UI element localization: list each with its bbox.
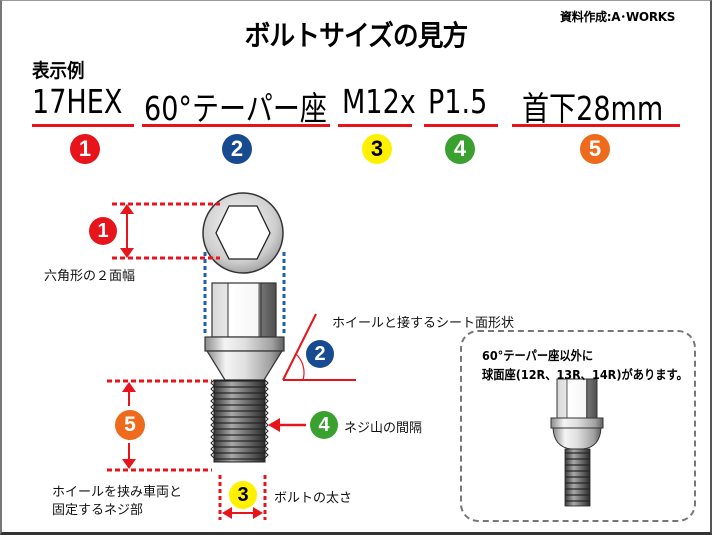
underline-3: [338, 124, 412, 127]
underline-5: [512, 124, 680, 127]
spec-part-5: 首下28mm: [522, 89, 664, 128]
diagram-badge-3: 3: [229, 481, 257, 509]
credit-text: 資料作成:A･WORKS: [560, 10, 676, 24]
label-hex-width: 六角形の２面幅: [44, 269, 136, 284]
diagram-badge-2: 2: [306, 340, 334, 368]
ball-seat-bolt: [550, 378, 604, 507]
bolt-side-view: [204, 282, 285, 463]
page-title: ボルトサイズの見方: [244, 19, 469, 52]
badge-4: 4: [445, 134, 475, 164]
label-thread-length-2: 固定するネジ部: [52, 503, 144, 518]
label-thread-length-1: ホイールを挟み車両と: [52, 485, 183, 500]
spec-part-1: 17HEX: [32, 82, 123, 121]
note-text: 60°テーパー座以外に 球面座(12R、13R、14R)があります。: [482, 346, 688, 384]
badge-1: 1: [70, 134, 100, 164]
note-line-1: 60°テーパー座以外に: [482, 348, 594, 363]
spec-part-3: M12x: [342, 82, 416, 121]
badge-5: 5: [580, 134, 610, 164]
badge-3: 3: [362, 134, 392, 164]
diagram-badge-1: 1: [89, 217, 117, 245]
diagram-badge-4: 4: [310, 411, 338, 439]
label-bolt-diameter: ボルトの太さ: [274, 491, 353, 506]
note-line-2: 球面座(12R、13R、14R)があります。: [482, 367, 688, 382]
diagram-badge-5: 5: [115, 410, 145, 440]
underline-1: [32, 124, 134, 127]
underline-4: [424, 124, 498, 127]
label-thread-pitch: ネジ山の間隔: [344, 421, 423, 436]
example-label: 表示例: [32, 60, 85, 82]
spec-part-2: 60°テーパー座: [144, 89, 328, 128]
spec-part-4: P1.5: [428, 82, 488, 121]
label-seat-shape: ホイールと接するシート面形状: [332, 316, 515, 331]
hex-top-view: [202, 192, 284, 274]
note-box: [460, 330, 696, 522]
underline-2: [142, 124, 330, 127]
badge-2: 2: [222, 134, 252, 164]
